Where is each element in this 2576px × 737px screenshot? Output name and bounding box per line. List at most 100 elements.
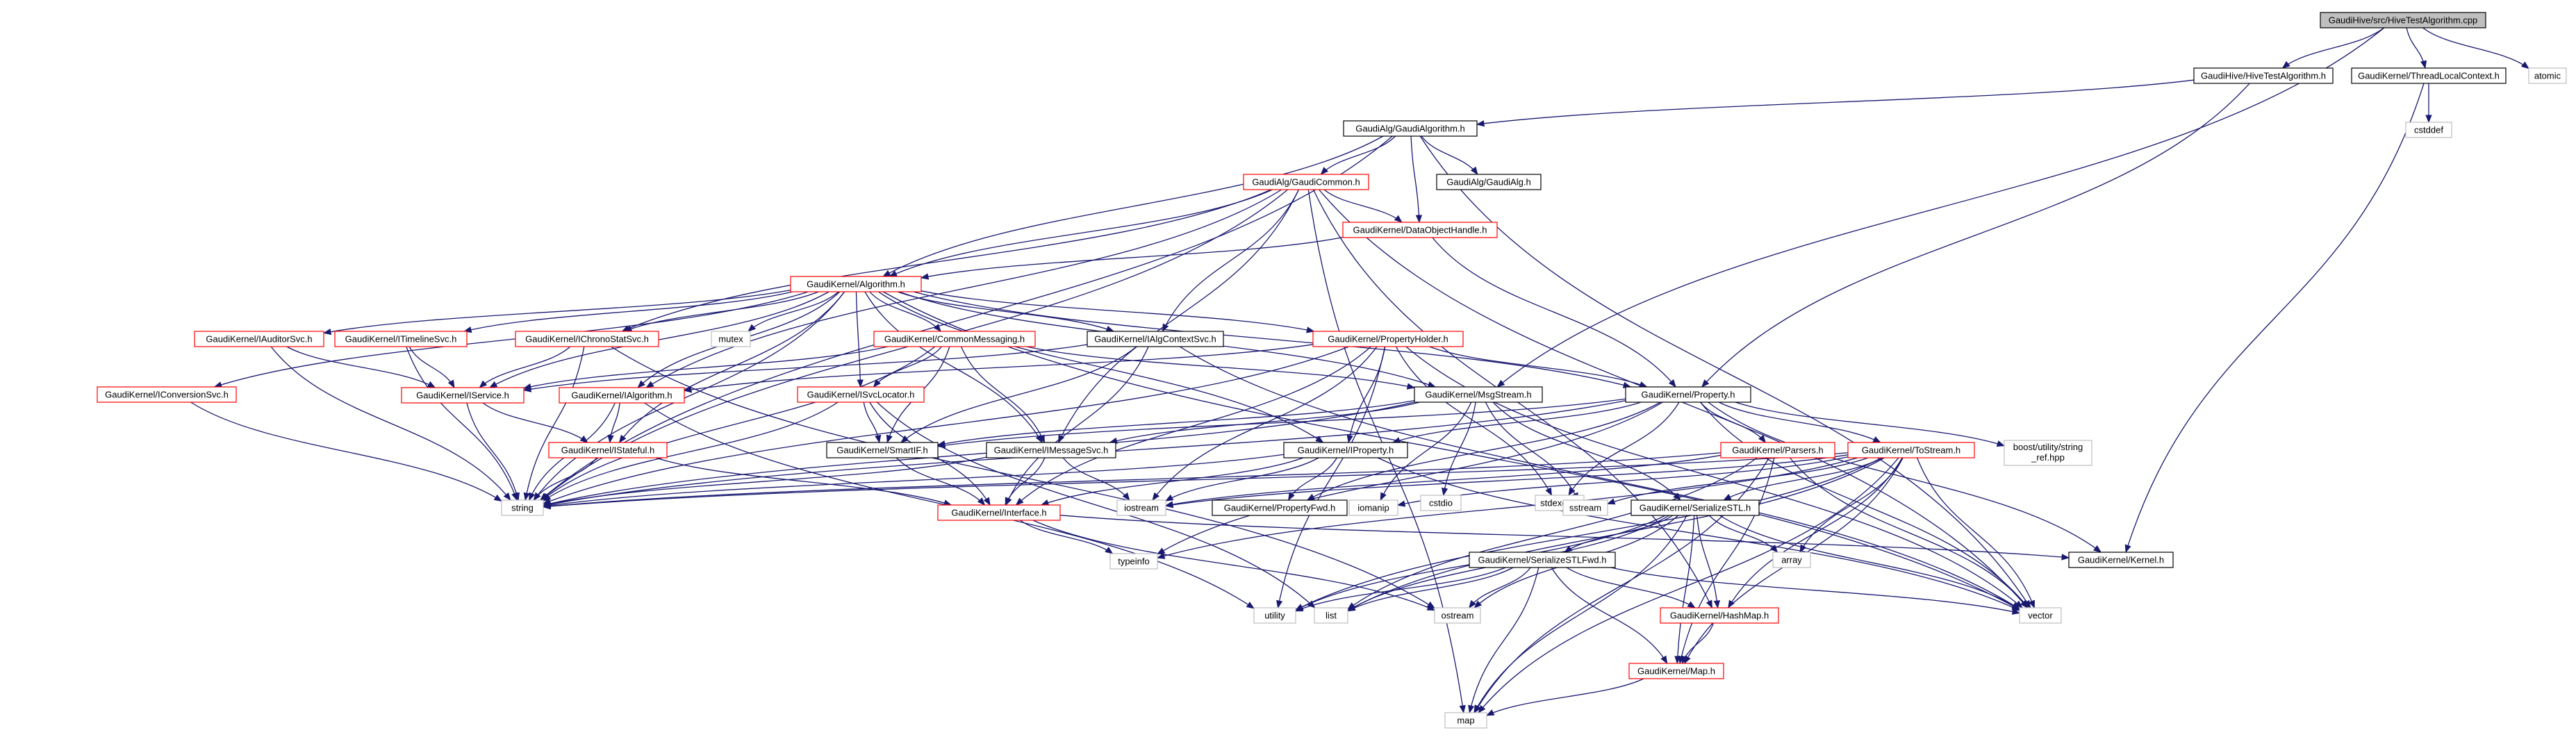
node-box bbox=[986, 442, 1116, 458]
graph-node-cmsg[interactable]: GaudiKernel/CommonMessaging.h bbox=[873, 331, 1036, 347]
graph-node-hiveh[interactable]: GaudiHive/HiveTestAlgorithm.h bbox=[2193, 67, 2334, 84]
graph-node-ostream: ostream bbox=[1434, 607, 1481, 624]
node-label: GaudiKernel/IAlgorithm.h bbox=[571, 390, 672, 401]
include-edge-serstlfwd-to-list bbox=[1346, 567, 1514, 612]
include-edge-ialgctx-to-smartif bbox=[900, 346, 1137, 443]
include-edge-gcommon-to-dataobj bbox=[1323, 189, 1403, 223]
graph-node-galg[interactable]: GaudiAlg/GaudiAlgorithm.h bbox=[1343, 120, 1478, 137]
edge-line bbox=[1606, 457, 1869, 505]
include-edge-serstl-to-map bbox=[1473, 515, 1687, 714]
graph-node-iauditor[interactable]: GaudiKernel/IAuditorSvc.h bbox=[194, 331, 324, 347]
graph-node-ialgctx[interactable]: GaudiKernel/IAlgContextSvc.h bbox=[1087, 331, 1224, 347]
node-label: boost/utility/string_ref.hpp bbox=[2013, 442, 2083, 463]
graph-node-tostream[interactable]: GaudiKernel/ToStream.h bbox=[1847, 442, 1975, 458]
edge-line bbox=[873, 346, 942, 388]
node-box bbox=[548, 442, 668, 458]
edge-line bbox=[1700, 401, 1766, 443]
node-label: GaudiKernel/SmartIF.h bbox=[836, 445, 928, 456]
include-edge-property-to-stdexcept bbox=[1568, 401, 1680, 497]
node-label: string bbox=[511, 503, 534, 513]
include-edge-gcommon-to-ialgorithm bbox=[645, 189, 1282, 388]
node-label: GaudiKernel/Kernel.h bbox=[2078, 555, 2164, 565]
include-edge-galg-to-gaudialg bbox=[1421, 135, 1478, 175]
graph-node-itimeline[interactable]: GaudiKernel/ITimelineSvc.h bbox=[334, 331, 468, 347]
include-edge-algorithm-to-iproperty bbox=[878, 291, 1324, 443]
node-box bbox=[515, 331, 659, 347]
graph-node-propfwd[interactable]: GaudiKernel/PropertyFwd.h bbox=[1212, 499, 1348, 516]
include-edge-iauditor-to-string bbox=[270, 346, 511, 501]
graph-node-map_h[interactable]: GaudiKernel/Map.h bbox=[1628, 663, 1724, 679]
graph-node-iproperty[interactable]: GaudiKernel/IProperty.h bbox=[1283, 442, 1408, 458]
graph-node-hashmap[interactable]: GaudiKernel/HashMap.h bbox=[1660, 607, 1779, 624]
edge-line bbox=[2281, 27, 2384, 69]
node-box bbox=[1243, 174, 1369, 190]
edge-line bbox=[1678, 457, 1775, 665]
graph-node-parsers[interactable]: GaudiKernel/Parsers.h bbox=[1720, 442, 1835, 458]
graph-node-iconv[interactable]: GaudiKernel/IConversionSvc.h bbox=[97, 386, 237, 403]
graph-node-iservice[interactable]: GaudiKernel/IService.h bbox=[401, 387, 525, 404]
graph-node-dataobj[interactable]: GaudiKernel/DataObjectHandle.h bbox=[1342, 222, 1498, 238]
node-box bbox=[1212, 499, 1348, 516]
include-edge-cmsg-to-imsgsvc bbox=[960, 346, 1046, 444]
edge-line bbox=[522, 346, 888, 390]
graph-node-istateful[interactable]: GaudiKernel/IStateful.h bbox=[548, 442, 668, 458]
graph-node-imsgsvc[interactable]: GaudiKernel/IMessageSvc.h bbox=[986, 442, 1116, 458]
graph-node-root[interactable]: GaudiHive/src/HiveTestAlgorithm.cpp bbox=[2320, 12, 2486, 28]
include-edge-propholder-to-utility bbox=[1276, 346, 1386, 609]
edge-line bbox=[1551, 567, 1668, 665]
graph-node-typeinfo: typeinfo bbox=[1109, 553, 1158, 570]
edge-line bbox=[1294, 457, 1882, 611]
graph-node-propholder[interactable]: GaudiKernel/PropertyHolder.h bbox=[1312, 331, 1464, 347]
graph-node-msgstream[interactable]: GaudiKernel/MsgStream.h bbox=[1414, 386, 1543, 403]
edge-line bbox=[936, 398, 1626, 449]
graph-node-gcommon[interactable]: GaudiAlg/GaudiCommon.h bbox=[1243, 174, 1369, 190]
edge-line bbox=[683, 344, 1314, 393]
node-box bbox=[401, 387, 525, 404]
node-box bbox=[937, 504, 1061, 521]
graph-node-gaudialg[interactable]: GaudiAlg/GaudiAlg.h bbox=[1436, 174, 1542, 190]
node-label: GaudiKernel/MsgStream.h bbox=[1425, 390, 1531, 400]
include-edge-imsgsvc-to-string bbox=[542, 456, 987, 508]
node-box bbox=[711, 331, 751, 347]
edge-line bbox=[542, 456, 987, 508]
edge-line bbox=[1735, 401, 2006, 447]
include-edge-iproperty-to-iostream bbox=[1164, 457, 1319, 502]
node-label: GaudiKernel/IConversionSvc.h bbox=[105, 390, 229, 400]
node-label: typeinfo bbox=[1118, 556, 1150, 567]
graph-node-smartif[interactable]: GaudiKernel/SmartIF.h bbox=[826, 442, 939, 458]
graph-node-tlc[interactable]: GaudiKernel/ThreadLocalContext.h bbox=[2351, 67, 2507, 84]
graph-node-ichrono[interactable]: GaudiKernel/IChronoStatSvc.h bbox=[515, 331, 659, 347]
edge-line bbox=[1496, 27, 2385, 388]
graph-node-serstlfwd[interactable]: GaudiKernel/SerializeSTLFwd.h bbox=[1469, 552, 1616, 568]
edge-line bbox=[1040, 457, 1304, 506]
node-label: utility bbox=[1264, 611, 1285, 621]
include-edge-algorithm-to-imsgsvc bbox=[864, 291, 1043, 444]
edge-line bbox=[533, 291, 845, 501]
include-edge-tostream-to-iostream bbox=[1164, 454, 1849, 508]
edge-line bbox=[623, 291, 819, 332]
include-edge-msgstream-to-imsgsvc bbox=[1109, 401, 1420, 444]
include-edge-property-to-parsers bbox=[1700, 401, 1766, 443]
node-label: GaudiKernel/HashMap.h bbox=[1670, 611, 1769, 621]
edge-line bbox=[883, 291, 2021, 611]
edge-line bbox=[1429, 346, 1648, 388]
node-label: GaudiKernel/Algorithm.h bbox=[807, 279, 905, 290]
node-box bbox=[1342, 222, 1498, 238]
include-edge-serstlfwd-to-vector bbox=[1610, 567, 2021, 615]
graph-node-algorithm[interactable]: GaudiKernel/Algorithm.h bbox=[790, 276, 922, 292]
include-edge-galg-to-string bbox=[539, 135, 1393, 501]
graph-node-isvcloc[interactable]: GaudiKernel/ISvcLocator.h bbox=[797, 386, 925, 403]
include-edge-isvcloc-to-smartif bbox=[863, 401, 882, 444]
graph-node-kernel[interactable]: GaudiKernel/Kernel.h bbox=[2068, 552, 2174, 568]
graph-node-ialgorithm[interactable]: GaudiKernel/IAlgorithm.h bbox=[559, 387, 685, 404]
include-edge-msgstream-to-iomanip bbox=[1380, 401, 1472, 502]
graph-node-property[interactable]: GaudiKernel/Property.h bbox=[1625, 386, 1751, 403]
node-label: GaudiKernel/SerializeSTLFwd.h bbox=[1478, 555, 1607, 565]
edge-line bbox=[1377, 457, 2021, 611]
edge-line bbox=[1701, 83, 2250, 388]
graph-node-interface[interactable]: GaudiKernel/Interface.h bbox=[937, 504, 1061, 521]
graph-node-serstl[interactable]: GaudiKernel/SerializeSTL.h bbox=[1630, 499, 1760, 516]
include-edge-gcommon-to-imsgsvc bbox=[1057, 189, 1300, 444]
include-edge-ialgorithm-to-istateful bbox=[607, 402, 620, 444]
